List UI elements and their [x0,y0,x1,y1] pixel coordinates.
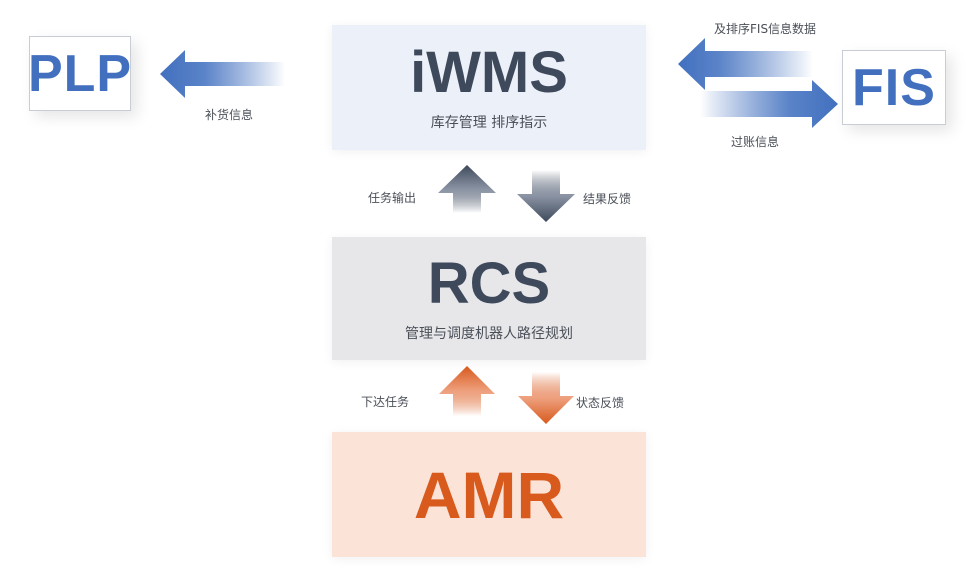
arrow-up-icon [438,165,496,213]
arrow-down-icon [518,372,574,424]
iwms-title: iWMS [410,39,568,105]
label-replenish-info: 补货信息 [205,108,254,122]
rcs-node: RCS 管理与调度机器人路径规划 [332,237,646,360]
label-fis-sequence-data: 及排序FIS信息数据 [714,22,817,36]
amr-title: AMR [413,457,565,532]
label-task-output: 任务输出 [368,191,417,205]
rcs-subtitle: 管理与调度机器人路径规划 [405,325,573,342]
label-status-feedback: 状态反馈 [576,396,625,410]
iwms-subtitle: 库存管理 排序指示 [430,114,548,131]
arrow-up-icon [439,366,495,416]
rcs-title: RCS [427,250,551,316]
iwms-node: iWMS 库存管理 排序指示 [332,25,646,150]
fis-title: FIS [852,58,936,117]
label-dispatch-task: 下达任务 [361,395,410,409]
arrow-left-icon [678,38,813,90]
label-result-feedback: 结果反馈 [583,192,632,206]
amr-node: AMR [332,432,646,557]
plp-title: PLP [27,44,133,103]
arrow-right-icon [700,80,838,128]
plp-node: PLP [27,36,133,111]
arrow-down-icon [517,170,575,222]
fis-node: FIS [842,50,946,125]
label-posting-info: 过账信息 [731,135,780,149]
arrow-left-icon [160,50,285,98]
